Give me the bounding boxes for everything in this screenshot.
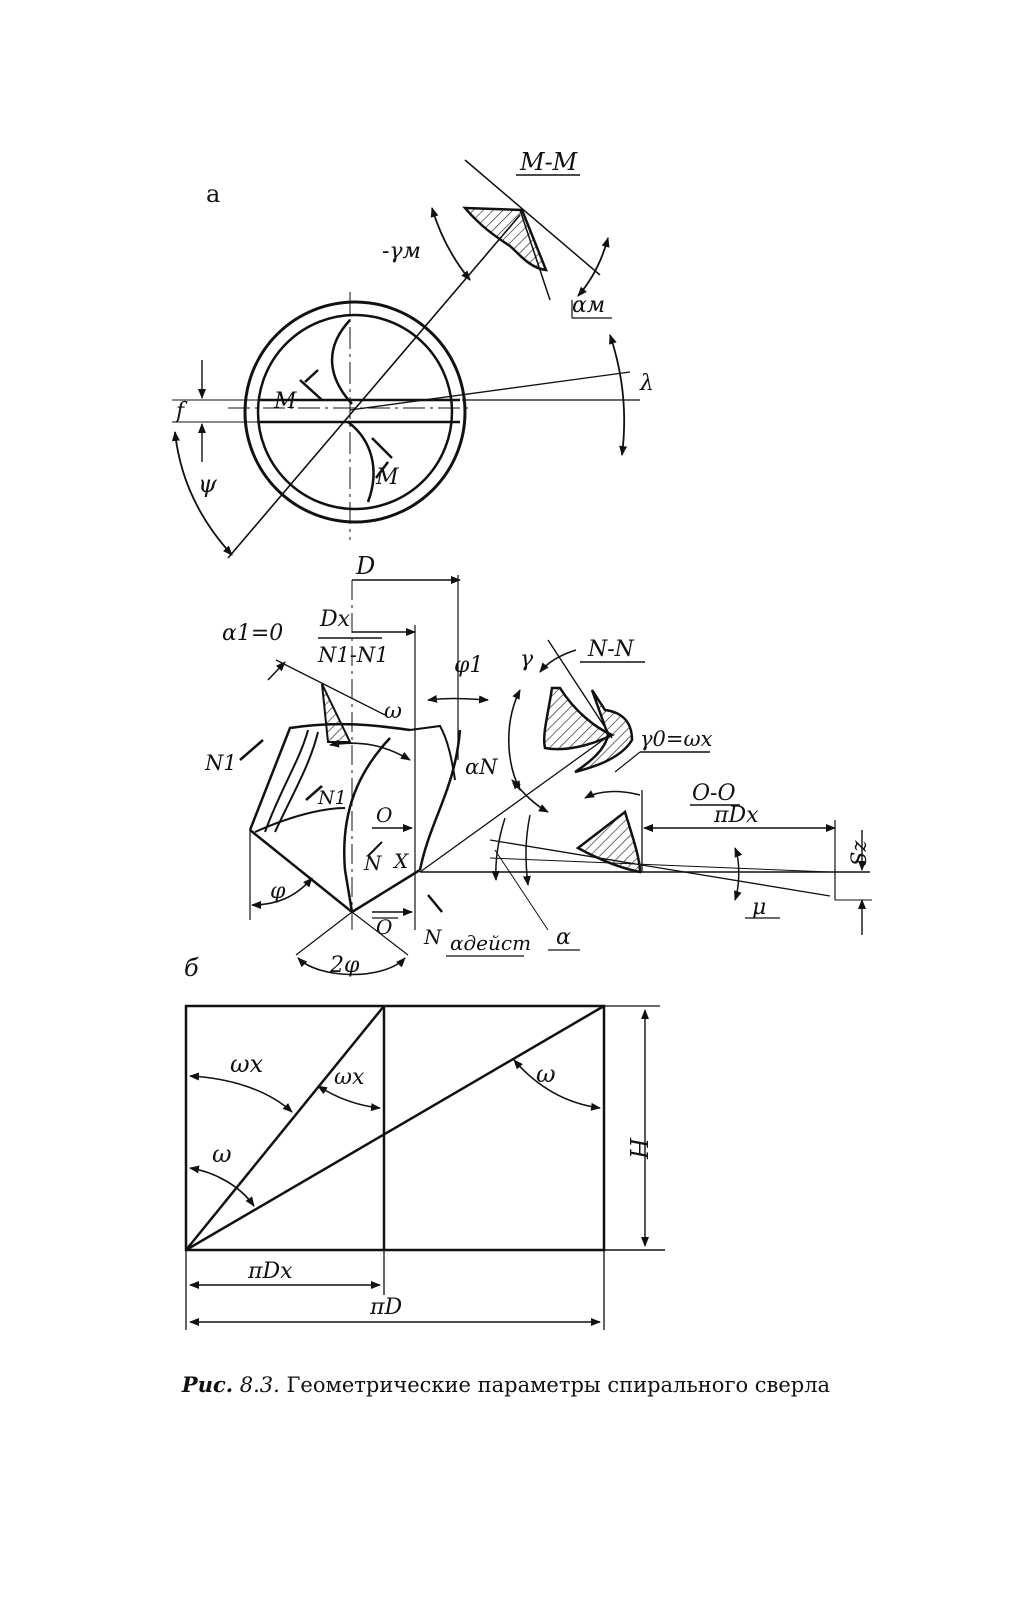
panel-label-a: а xyxy=(206,180,220,208)
section-oo xyxy=(446,790,872,957)
section-mm-label: М-М xyxy=(519,148,579,176)
alpha1-label: α1=0 xyxy=(222,621,283,646)
alpha-eff-label: αдейст xyxy=(450,931,531,955)
caption-text: Геометрические параметры спирального све… xyxy=(286,1373,831,1397)
drill-end-view xyxy=(171,214,640,559)
o-bottom-label: О xyxy=(376,915,392,939)
mu-label: μ xyxy=(752,895,766,920)
psi-label: ψ xyxy=(198,470,218,498)
alpha-m-label: αм xyxy=(572,293,605,318)
lambda-label: λ xyxy=(639,371,654,396)
n-bottom-label: N xyxy=(423,925,443,949)
phi-label: φ xyxy=(270,879,286,904)
omega-right-label: ω xyxy=(536,1060,556,1088)
gamma-label: γ xyxy=(520,647,534,672)
h-label: H xyxy=(624,1137,652,1160)
d-label: D xyxy=(355,552,375,580)
f-label: f xyxy=(174,399,188,424)
caption-prefix: Рис. xyxy=(181,1372,234,1397)
pi-dx-label: πDx xyxy=(247,1259,293,1284)
omega-x-inner-label: ωx xyxy=(334,1065,365,1090)
o-top-label: О xyxy=(376,803,392,827)
pi-d-label: πD xyxy=(369,1295,402,1320)
dx-label: Dx xyxy=(319,607,351,632)
phi1-label: φ1 xyxy=(454,653,483,678)
section-nn-label: N-N xyxy=(587,637,635,662)
helix-development xyxy=(184,1004,665,1330)
omega-label: ω xyxy=(384,699,402,724)
n-mid-label: N xyxy=(363,851,383,875)
gamma-m-label: -γм xyxy=(382,239,421,264)
section-mm xyxy=(430,159,612,319)
two-phi-label: 2φ xyxy=(329,953,360,978)
pi-dx-mid-label: πDx xyxy=(713,803,759,828)
figure-caption: Рис. 8.3. Геометрические параметры спира… xyxy=(0,1372,1012,1397)
alpha-n-label: αN xyxy=(465,755,498,779)
n1-inner-label: N1 xyxy=(317,787,347,809)
m-top-label: М xyxy=(273,389,297,414)
drill-tip-view xyxy=(239,575,870,976)
alpha-label: α xyxy=(556,925,571,950)
omega-left-label: ω xyxy=(212,1140,232,1168)
sz-label: Sz xyxy=(847,840,871,866)
gamma0-label: γ0=ωx xyxy=(640,727,713,751)
omega-x-outer-label: ωx xyxy=(230,1050,264,1078)
caption-number: 8.3. xyxy=(239,1373,280,1397)
section-nn xyxy=(508,639,710,813)
m-bottom-label: М xyxy=(375,465,399,490)
n1-left-label: N1 xyxy=(204,751,237,775)
section-n1-label: N1-N1 xyxy=(317,643,389,667)
panel-label-b: б xyxy=(184,954,199,982)
x-mid-label: X xyxy=(392,849,409,873)
section-oo-label: О-О xyxy=(692,781,736,806)
